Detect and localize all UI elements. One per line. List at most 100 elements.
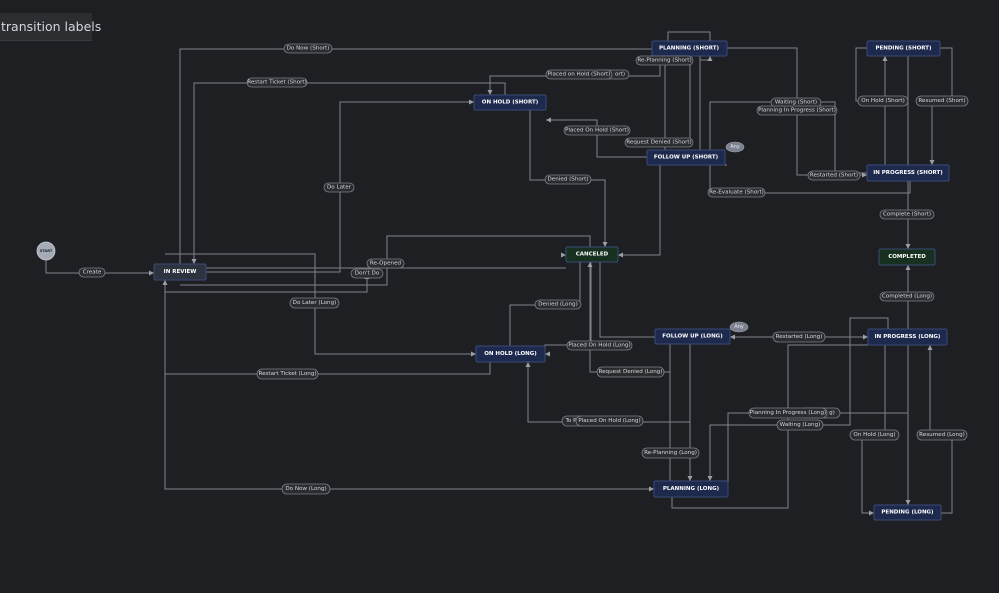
label-waiting-long[interactable]: Waiting (Long) — [776, 419, 824, 431]
arrowhead — [905, 265, 911, 270]
label-text: g) — [829, 410, 835, 416]
label-text: Placed on Hold (Short) — [548, 72, 611, 78]
label-planning-in-progress-long[interactable]: Planning In Progress (Long) — [748, 407, 828, 419]
label-text: Resumed (Long) — [919, 432, 965, 438]
arrowhead — [162, 280, 168, 285]
arrowhead — [618, 252, 623, 258]
label-text: Re-Opened — [370, 261, 402, 267]
label-text: Re-Planning (Long) — [644, 450, 697, 456]
arrowhead — [545, 351, 550, 357]
label-restart-ticket-long[interactable]: Restart Ticket (Long) — [256, 368, 319, 380]
node-follow-up-short[interactable]: FOLLOW UP (SHORT) — [646, 149, 726, 166]
node-canceled[interactable]: CANCELED — [565, 246, 619, 263]
label-do-now-short[interactable]: Do Now (Short) — [283, 43, 333, 54]
label-denied-short[interactable]: Denied (Short) — [544, 174, 592, 185]
label-denied-long[interactable]: Denied (Long) — [534, 299, 582, 310]
edge-follow-up-planning — [664, 56, 701, 150]
arrowhead — [487, 90, 493, 95]
edge-re-evaluate-short — [709, 157, 911, 194]
node-pending-short[interactable]: PENDING (SHORT) — [866, 40, 941, 57]
label-dont-do[interactable]: Don't Do — [350, 268, 384, 279]
label-on-hold-short[interactable]: On Hold (Short) — [857, 95, 909, 107]
label-placed-on-hold-short[interactable]: Placed On Hold (Short) — [563, 125, 631, 136]
node-planning-short[interactable]: PLANNING (SHORT) — [651, 40, 728, 57]
arrowhead — [707, 476, 713, 481]
edge-resumed-short — [931, 47, 953, 165]
label-re-opened[interactable]: Re-Opened — [366, 258, 405, 269]
label-text: ort) — [615, 72, 625, 78]
label-text: Denied (Short) — [548, 177, 589, 183]
node-label: PLANNING (LONG) — [663, 486, 720, 492]
start-node[interactable]: START — [36, 241, 56, 261]
label-text: Completed (Long) — [882, 294, 932, 300]
node-in-review[interactable]: IN REVIEW — [153, 263, 207, 281]
label-text: Placed On Hold (Long) — [578, 418, 640, 424]
label-completed-long[interactable]: Completed (Long) — [879, 291, 935, 302]
label-do-now-long[interactable]: Do Now (Long) — [281, 483, 331, 495]
label-restarted-short[interactable]: Restarted (Short) — [807, 170, 861, 181]
label-request-denied-long[interactable]: Request Denied (Long) — [596, 366, 665, 378]
label-re-planning-short[interactable]: Re-Planning (Short) — [635, 55, 694, 66]
label-resumed-long[interactable]: Resumed (Long) — [916, 429, 968, 441]
label-restarted-long[interactable]: Restarted (Long) — [772, 331, 826, 343]
label-on-hold-long[interactable]: On Hold (Long) — [849, 429, 900, 441]
node-label: IN REVIEW — [164, 269, 197, 275]
node-pending-long[interactable]: PENDING (LONG) — [873, 504, 942, 521]
node-in-progress-short[interactable]: IN PROGRESS (SHORT) — [866, 164, 950, 182]
edge-restart-ticket-short — [193, 82, 506, 264]
label-do-later-long[interactable]: Do Later (Long) — [289, 297, 340, 309]
arrowhead — [730, 334, 735, 340]
any-label-long: Any — [729, 321, 749, 333]
label-text: Restart Ticket (Long) — [258, 371, 316, 377]
label-complete-short[interactable]: Complete (Short) — [879, 209, 935, 220]
label-text: Resumed (Short) — [918, 98, 965, 104]
node-in-progress-long[interactable]: IN PROGRESS (LONG) — [867, 328, 948, 346]
node-label: CANCELED — [576, 252, 609, 258]
label-do-later[interactable]: Do Later — [323, 182, 355, 193]
label-text: Waiting (Short) — [775, 100, 817, 106]
arrowhead — [602, 242, 608, 247]
label-text: Create — [83, 270, 102, 276]
label-placed-on-hold-short-top[interactable]: Placed on Hold (Short) — [545, 69, 613, 80]
edge-placed-on-hold-short — [546, 119, 650, 158]
arrowhead — [525, 362, 531, 367]
node-label: PENDING (SHORT) — [875, 46, 932, 52]
diagram-tab[interactable]: transition labels — [0, 13, 101, 41]
edge-on-hold-long — [861, 345, 886, 514]
arrowhead — [862, 172, 867, 178]
label-placed-on-hold-long-2[interactable]: Placed On Hold (Long) — [575, 415, 644, 427]
label-re-evaluate-short[interactable]: Re-Evaluate (Short) — [707, 187, 766, 198]
node-on-hold-long[interactable]: ON HOLD (LONG) — [475, 345, 546, 363]
node-follow-up-long[interactable]: FOLLOW UP (LONG) — [654, 328, 731, 345]
edge-planning-long-follow-up — [671, 344, 868, 509]
node-label: PENDING (LONG) — [881, 510, 934, 516]
node-label: FOLLOW UP (LONG) — [662, 334, 723, 340]
label-resumed-short[interactable]: Resumed (Short) — [915, 95, 969, 107]
label-text: To P — [564, 418, 577, 424]
arrowheads — [149, 56, 935, 516]
node-planning-long[interactable]: PLANNING (LONG) — [653, 480, 729, 498]
label-text: Restarted (Short) — [810, 173, 858, 179]
edge-request-denied-short — [618, 165, 661, 256]
any-label-short: Any — [725, 141, 745, 153]
arrowhead — [863, 334, 868, 340]
label-create[interactable]: Create — [78, 267, 106, 278]
arrowhead — [469, 99, 474, 105]
label-request-denied-short[interactable]: Request Denied (Short) — [624, 137, 694, 148]
node-completed[interactable]: COMPLETED — [878, 248, 936, 266]
label-text: Do Now (Short) — [287, 46, 330, 52]
label-re-planning-long[interactable]: Re-Planning (Long) — [641, 447, 700, 459]
label-restart-ticket-short[interactable]: Restart Ticket (Short) — [246, 77, 308, 88]
label-text: Denied (Long) — [538, 302, 578, 308]
arrowhead — [882, 56, 888, 61]
label-text: Re-Evaluate (Short) — [709, 190, 764, 196]
edge-restart-ticket-long — [164, 280, 491, 375]
edge-create — [45, 259, 154, 274]
edge-placed-on-hold-top — [489, 42, 661, 95]
label-placed-on-hold-long[interactable]: Placed On Hold (Long) — [566, 340, 633, 351]
arrowhead — [869, 510, 874, 516]
arrowhead — [687, 476, 693, 481]
label-planning-in-progress-short[interactable]: Planning In Progress (Short) — [756, 105, 838, 116]
node-on-hold-short[interactable]: ON HOLD (SHORT) — [473, 94, 547, 111]
